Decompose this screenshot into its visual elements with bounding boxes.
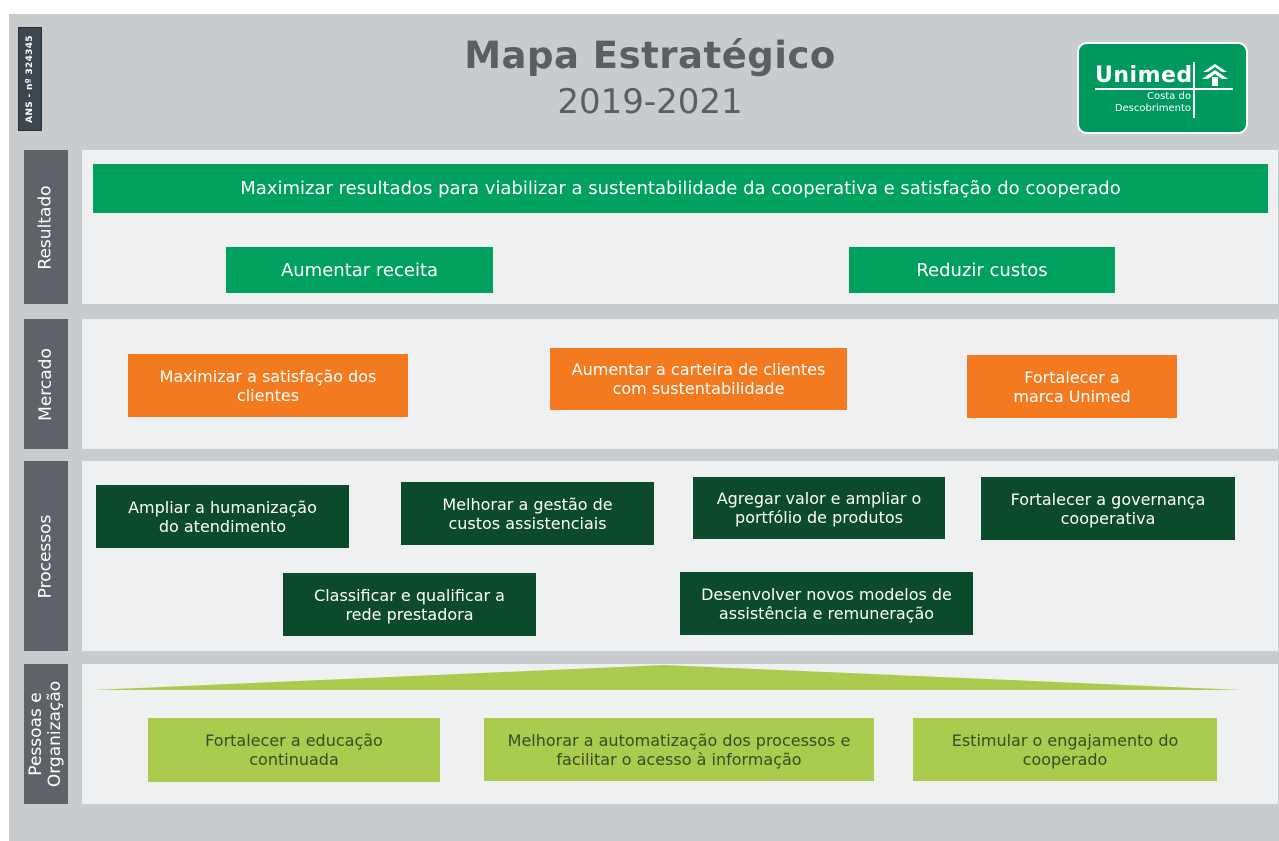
objective-box: Aumentar receita [226, 247, 493, 293]
objective-box: Agregar valor e ampliar o portfólio de p… [693, 477, 945, 539]
row-label-resultado: Resultado [24, 150, 68, 304]
goal-box: Maximizar resultados para viabilizar a s… [93, 164, 1268, 213]
page-subtitle: 2019-2021 [557, 82, 743, 122]
ans-registration-badge: ANS - nº 324345 [18, 27, 42, 131]
row-label-text: Resultado [35, 184, 56, 270]
objective-box: Estimular o engajamento do cooperado [913, 718, 1217, 781]
objective-box: Classificar e qualificar a rede prestado… [283, 573, 536, 636]
logo-wordmark: Unimed [1095, 63, 1193, 88]
ans-registration-text: ANS - nº 324345 [25, 35, 36, 123]
page-title: Mapa Estratégico [464, 34, 836, 77]
foundation-wedge [92, 665, 1242, 690]
objective-box: Aumentar a carteira de clientes com sust… [550, 348, 847, 410]
objective-box: Fortalecer a governança cooperativa [981, 477, 1235, 540]
logo-subtitle: Costa do Descobrimento [1114, 91, 1191, 114]
logo-divider-vertical [1193, 62, 1195, 118]
objective-box: Desenvolver novos modelos de assistência… [680, 572, 973, 635]
row-label-mercado: Mercado [24, 319, 68, 449]
row-label-pessoas-organizacao: Pessoas e Organização [24, 664, 68, 804]
row-label-processos: Processos [24, 461, 68, 651]
row-label-text: Mercado [35, 347, 56, 421]
objective-box: Melhorar a automatização dos processos e… [484, 718, 874, 781]
logo-divider-horizontal [1095, 88, 1233, 90]
objective-box: Reduzir custos [849, 247, 1115, 293]
objective-box: Ampliar a humanização do atendimento [96, 485, 349, 548]
row-label-text: Processos [35, 514, 56, 598]
objective-box: Melhorar a gestão de custos assistenciai… [401, 482, 654, 545]
objective-box: Fortalecer a marca Unimed [967, 355, 1177, 418]
row-label-text: Pessoas e Organização [26, 680, 65, 788]
unimed-tree-icon [1202, 64, 1228, 86]
unimed-logo: Unimed Costa do Descobrimento [1077, 42, 1248, 134]
objective-box: Fortalecer a educação continuada [148, 718, 440, 782]
objective-box: Maximizar a satisfação dos clientes [128, 354, 408, 417]
